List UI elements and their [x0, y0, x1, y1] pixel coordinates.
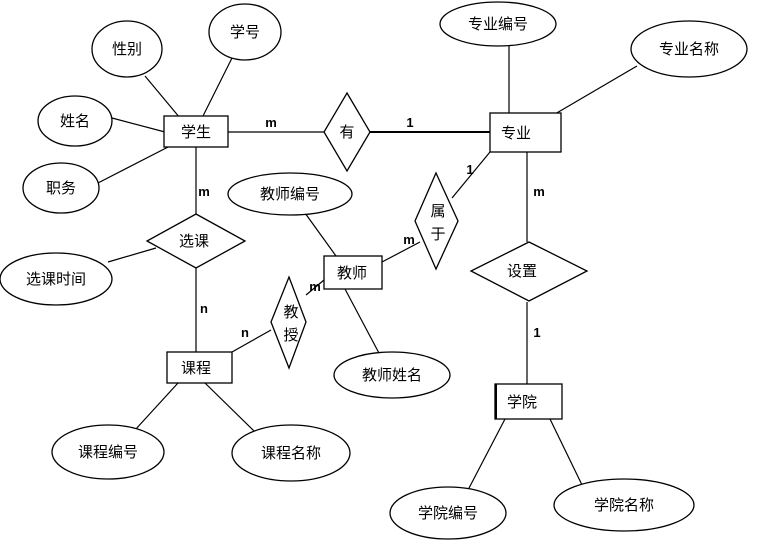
rel-has-label: 有 [339, 123, 354, 141]
attr-select-time-ellipse [0, 252, 113, 306]
rel-setup-diamond [469, 241, 589, 302]
entity-major-box [489, 112, 562, 153]
card-has-student: m [265, 115, 277, 130]
attr-course-id-label: 课程编号 [78, 443, 138, 461]
line-selecttime-select [107, 247, 157, 263]
line-gender-student [144, 75, 181, 119]
card-setup-major: m [533, 184, 545, 199]
entity-major-label: 专业 [501, 124, 531, 142]
rel-belongs-diamond [414, 171, 459, 271]
attr-course-name-ellipse [231, 424, 351, 482]
line-belongs-teacher [381, 241, 421, 263]
attr-college-id-label: 学院编号 [418, 504, 478, 522]
attr-name-label: 姓名 [60, 112, 90, 130]
line-course-coursename [204, 382, 256, 433]
attr-gender-ellipse [91, 20, 163, 78]
attr-teacher-name-ellipse [333, 351, 451, 399]
card-teach-teacher: m [309, 279, 321, 294]
line-studentid-student [202, 57, 233, 117]
line-college-collegename [549, 418, 584, 488]
card-belongs-teacher: m [403, 232, 415, 247]
line-teacher-teachername [344, 288, 381, 356]
entity-teacher-box [323, 255, 383, 290]
attr-college-name-ellipse [553, 478, 695, 532]
rel-select-label: 选课 [179, 232, 209, 250]
rel-teach-diamond [270, 275, 307, 370]
line-college-collegeid [467, 418, 506, 491]
entity-college-label: 学院 [507, 393, 537, 411]
attr-major-name-ellipse [630, 20, 748, 78]
attr-course-id-ellipse [51, 424, 165, 480]
entity-student-box [163, 115, 229, 148]
card-belongs-major: 1 [466, 162, 473, 177]
entity-college-box [494, 383, 563, 420]
entity-student-label: 学生 [181, 123, 211, 141]
line-position-student [95, 144, 173, 185]
attr-major-id-label: 专业编号 [468, 15, 528, 33]
card-select-course: n [200, 301, 208, 316]
card-teach-course: n [241, 325, 249, 340]
line-teach-course [231, 329, 272, 353]
attr-college-name-label: 学院名称 [594, 496, 654, 514]
card-setup-college: 1 [533, 325, 540, 340]
attr-gender-label: 性别 [112, 40, 142, 58]
attr-position-ellipse [22, 162, 100, 214]
card-has-major: 1 [406, 115, 413, 130]
attr-name-ellipse [37, 95, 113, 147]
attr-student-id-label: 学号 [230, 23, 260, 41]
rel-teach-label-1: 教 [283, 303, 298, 321]
card-select-student: m [198, 184, 210, 199]
entity-boxes: 学生 专业 教师 课程 学院 [163, 112, 563, 420]
attr-major-id-ellipse [439, 1, 557, 47]
attr-teacher-id-ellipse [227, 172, 353, 216]
rel-has-diamond [323, 91, 371, 173]
line-major-belongs [451, 151, 491, 199]
rel-belongs-label-2: 于 [430, 225, 445, 243]
rel-belongs-label-1: 属 [430, 202, 445, 220]
rel-teach-label-2: 授 [283, 326, 298, 344]
entity-teacher-label: 教师 [337, 264, 367, 282]
attr-select-time-label: 选课时间 [26, 270, 86, 288]
attr-course-name-label: 课程名称 [261, 444, 321, 462]
attr-teacher-name-label: 教师姓名 [362, 366, 422, 384]
rel-setup-label: 设置 [507, 262, 537, 280]
entity-course-box [166, 351, 233, 384]
attr-student-id-ellipse [208, 3, 282, 61]
attr-college-id-ellipse [389, 486, 507, 540]
connector-lines [95, 43, 638, 491]
line-teacher-teach [305, 279, 325, 296]
line-majorname-major [554, 65, 638, 115]
line-course-courseid [134, 382, 179, 431]
attr-major-name-label: 专业名称 [659, 40, 719, 58]
line-teacherid-teacher [304, 212, 337, 257]
rel-select-diamond [145, 213, 247, 269]
line-name-student [111, 117, 166, 133]
attribute-ellipses: 性别 学号 姓名 职务 专业编号 专业名称 教师编号 教师姓名 选课时间 课程编… [0, 1, 748, 540]
relationship-diamonds: 有 属 于 选课 设置 教 授 [145, 91, 589, 370]
attr-position-label: 职务 [46, 179, 76, 197]
entity-course-label: 课程 [181, 359, 211, 377]
attr-teacher-id-label: 教师编号 [260, 185, 320, 203]
cardinality-labels: m 1 1 m m n m 1 m n [198, 115, 545, 340]
